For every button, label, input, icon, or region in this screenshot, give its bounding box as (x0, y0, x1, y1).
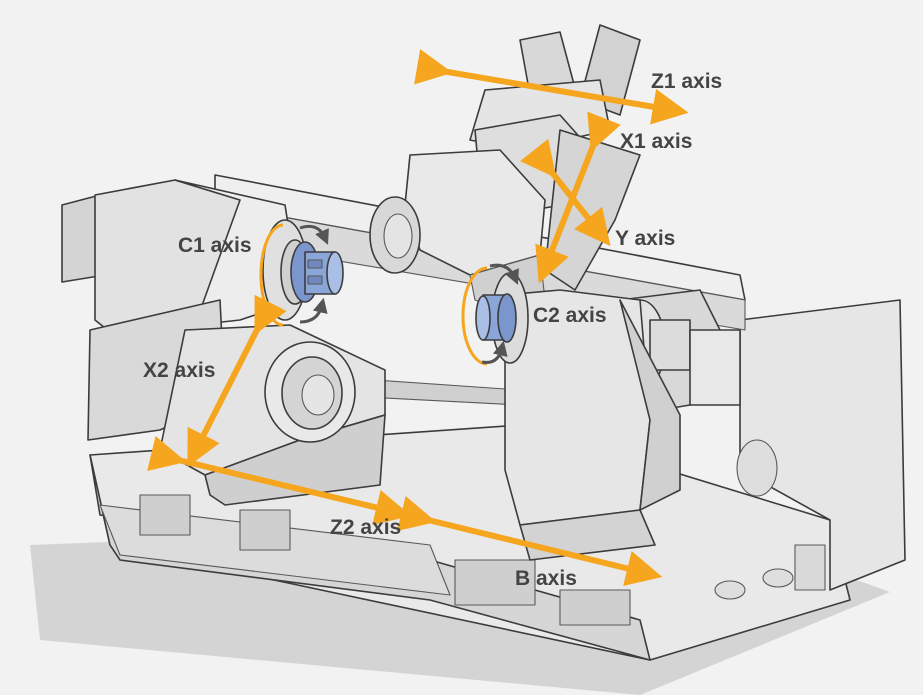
z1-axis-label: Z1 axis (651, 70, 722, 93)
y-axis-arrow (519, 138, 611, 247)
x2-axis-arrow (187, 294, 287, 467)
y-axis-label: Y axis (615, 227, 675, 250)
c1-axis-label: C1 axis (178, 234, 252, 257)
x2-axis-label: X2 axis (143, 359, 215, 382)
z2-axis-label: Z2 axis (330, 516, 401, 539)
x1-axis-label: X1 axis (620, 130, 692, 153)
b-axis-arrow (397, 495, 663, 586)
z1-axis-arrow (414, 49, 689, 125)
right-chuck (475, 293, 517, 343)
c2-rotation-arrow (461, 263, 519, 366)
z2-axis-arrow (147, 436, 412, 526)
b-axis-label: B axis (515, 567, 577, 590)
left-chuck (290, 241, 344, 303)
c2-axis-label: C2 axis (533, 304, 607, 327)
